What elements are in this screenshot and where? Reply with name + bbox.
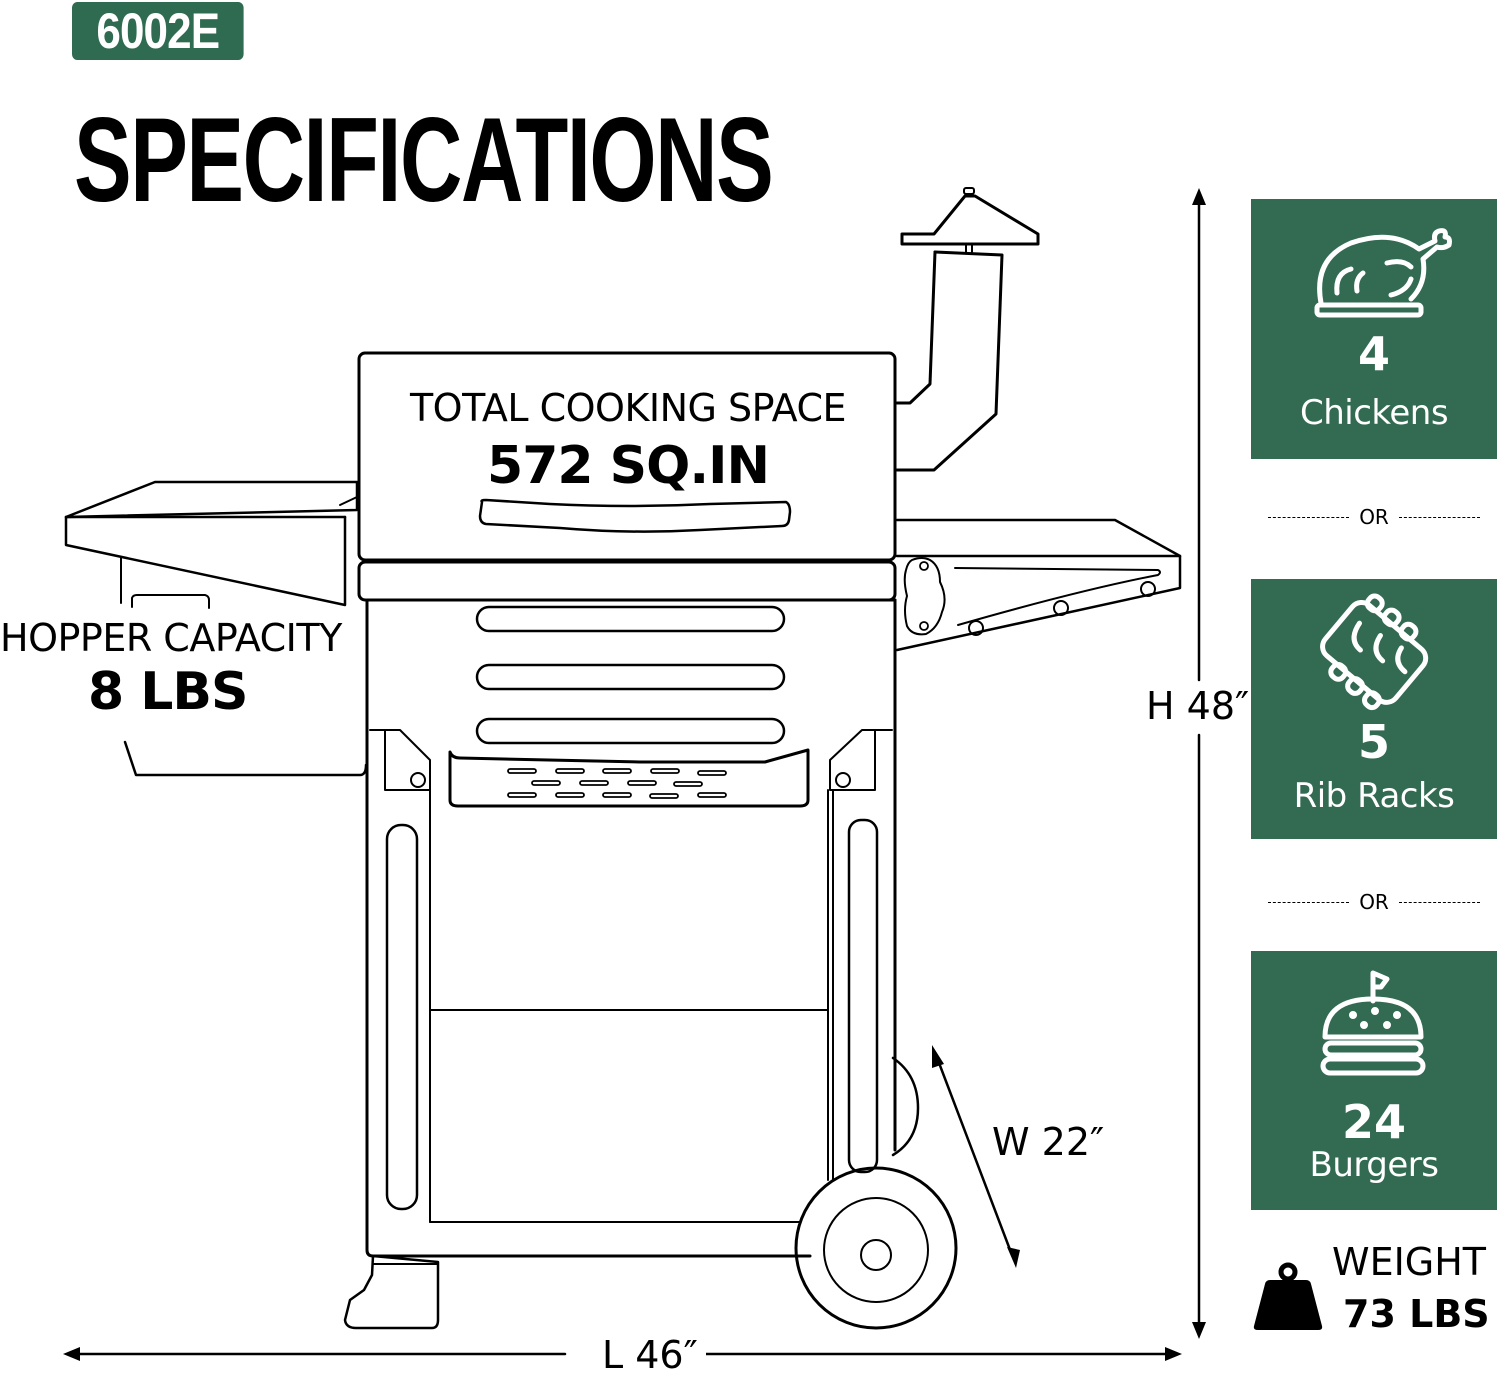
tray-slots bbox=[507, 768, 727, 799]
rib-rack-icon bbox=[1320, 593, 1429, 711]
capacity-card-chickens: 4 Chickens bbox=[1251, 199, 1497, 459]
hopper-capacity-value: 8 LBS bbox=[88, 662, 249, 722]
height-dimension-label: H 48″ bbox=[1146, 684, 1250, 728]
grill-lid bbox=[357, 351, 897, 562]
weight-value: 73 LBS bbox=[1343, 1292, 1490, 1336]
capacity-card-rib-racks: 5 Rib Racks bbox=[1251, 579, 1497, 839]
chimney bbox=[895, 187, 1040, 472]
page-title: SPECIFICATIONS bbox=[74, 93, 774, 227]
model-badge: 6002E bbox=[72, 2, 244, 60]
or-separator: OR bbox=[1268, 890, 1481, 914]
burger-icon bbox=[1320, 970, 1426, 1076]
burgers-label: Burgers bbox=[1309, 1145, 1439, 1185]
chickens-count: 4 bbox=[1357, 327, 1390, 381]
width-dimension-line bbox=[932, 1045, 1020, 1268]
weight-label: WEIGHT bbox=[1332, 1240, 1487, 1284]
width-dimension-label: W 22″ bbox=[992, 1120, 1105, 1164]
hopper-capacity-label: HOPPER CAPACITY bbox=[0, 616, 342, 660]
cooking-space-value: 572 SQ.IN bbox=[487, 436, 770, 496]
burgers-count: 24 bbox=[1341, 1095, 1406, 1149]
weight-icon bbox=[1253, 1262, 1323, 1330]
capacity-card-burgers: 24 Burgers bbox=[1251, 951, 1497, 1210]
rib-racks-label: Rib Racks bbox=[1293, 776, 1455, 816]
height-dimension-line bbox=[1192, 188, 1206, 1339]
roast-chicken-icon bbox=[1314, 228, 1452, 318]
chickens-label: Chickens bbox=[1299, 393, 1449, 433]
rib-racks-count: 5 bbox=[1357, 715, 1390, 769]
length-dimension-label: L 46″ bbox=[594, 1333, 706, 1377]
or-separator: OR bbox=[1268, 505, 1481, 529]
cooking-space-label: TOTAL COOKING SPACE bbox=[409, 386, 847, 430]
length-dimension-line bbox=[63, 1347, 1182, 1361]
